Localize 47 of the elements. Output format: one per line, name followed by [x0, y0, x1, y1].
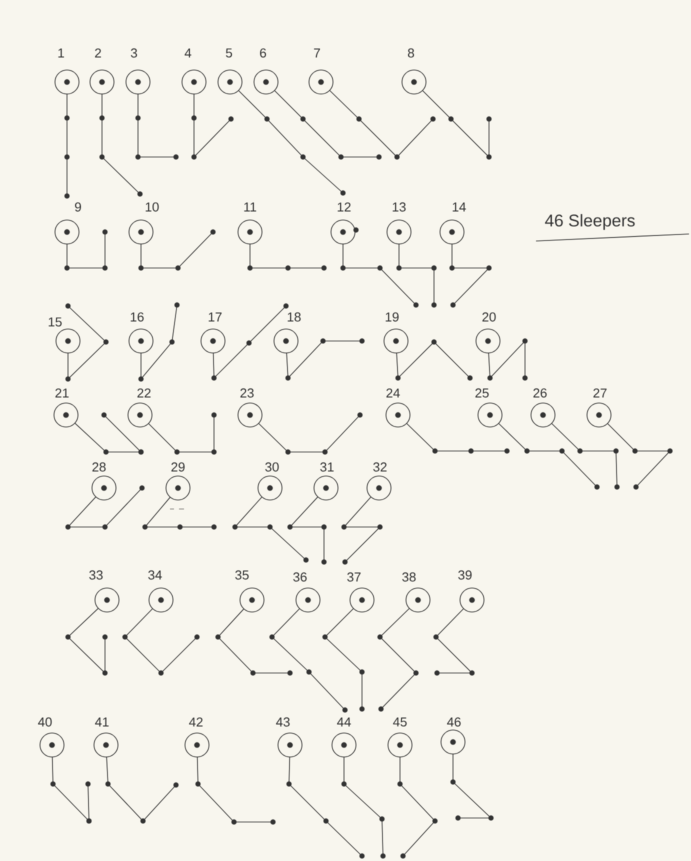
figure-number: 33 [89, 570, 103, 580]
figure-number: 43 [276, 717, 290, 727]
figure-number: 40 [38, 717, 52, 727]
figure-number: 15 [48, 317, 62, 327]
figure-number: 31 [320, 462, 334, 472]
figure-number: 45 [393, 717, 407, 727]
figure-number: 13 [392, 202, 406, 212]
figure-number: 14 [452, 202, 466, 212]
figure-number: 44 [337, 718, 351, 726]
figure-number: 29 [171, 462, 185, 472]
figure-number: 42 [189, 717, 203, 727]
figure-number: 6 [260, 48, 266, 58]
figure-number: 5 [226, 48, 232, 58]
figure-number: 37 [347, 572, 361, 582]
figure-number: 8 [408, 48, 414, 58]
figure-number: 39 [458, 570, 472, 580]
figure-number: 23 [240, 388, 254, 398]
figure-number: 4 [184, 48, 192, 58]
figure-number: 26 [533, 388, 547, 398]
title: 46 Sleepers [545, 214, 635, 230]
figure-number: 24 [386, 388, 400, 398]
figure-number: 20 [482, 312, 496, 322]
figure-number: 28 [92, 462, 106, 472]
figure-number: 17 [208, 312, 222, 322]
figure-number: 46 [447, 717, 461, 727]
figure-number: 32 [373, 462, 387, 472]
figure-number: 12 [338, 202, 351, 212]
figure-number: 7 [314, 48, 320, 58]
figure-number: 35 [235, 570, 249, 580]
figure-number: 25 [475, 388, 489, 398]
figure-number: 10 [146, 202, 159, 212]
figure-number: 21 [55, 388, 69, 398]
figure-number: 1 [58, 48, 64, 58]
figure-number: 41 [95, 718, 109, 726]
figure-number: 3 [130, 48, 138, 58]
figure-number: 2 [95, 48, 101, 58]
figure-number: 22 [137, 388, 151, 398]
figure-number: 27 [593, 388, 607, 398]
figure-number: 16 [130, 312, 144, 322]
figure-number: 18 [288, 312, 301, 322]
figure-number: 11 [244, 202, 256, 212]
figure-number: 38 [402, 572, 416, 582]
figure-number: 36 [293, 572, 307, 582]
figure-number: 19 [386, 312, 399, 322]
figure-number: 34 [148, 570, 162, 580]
figure-number: 30 [265, 462, 279, 472]
figure-number: 9 [75, 202, 81, 212]
